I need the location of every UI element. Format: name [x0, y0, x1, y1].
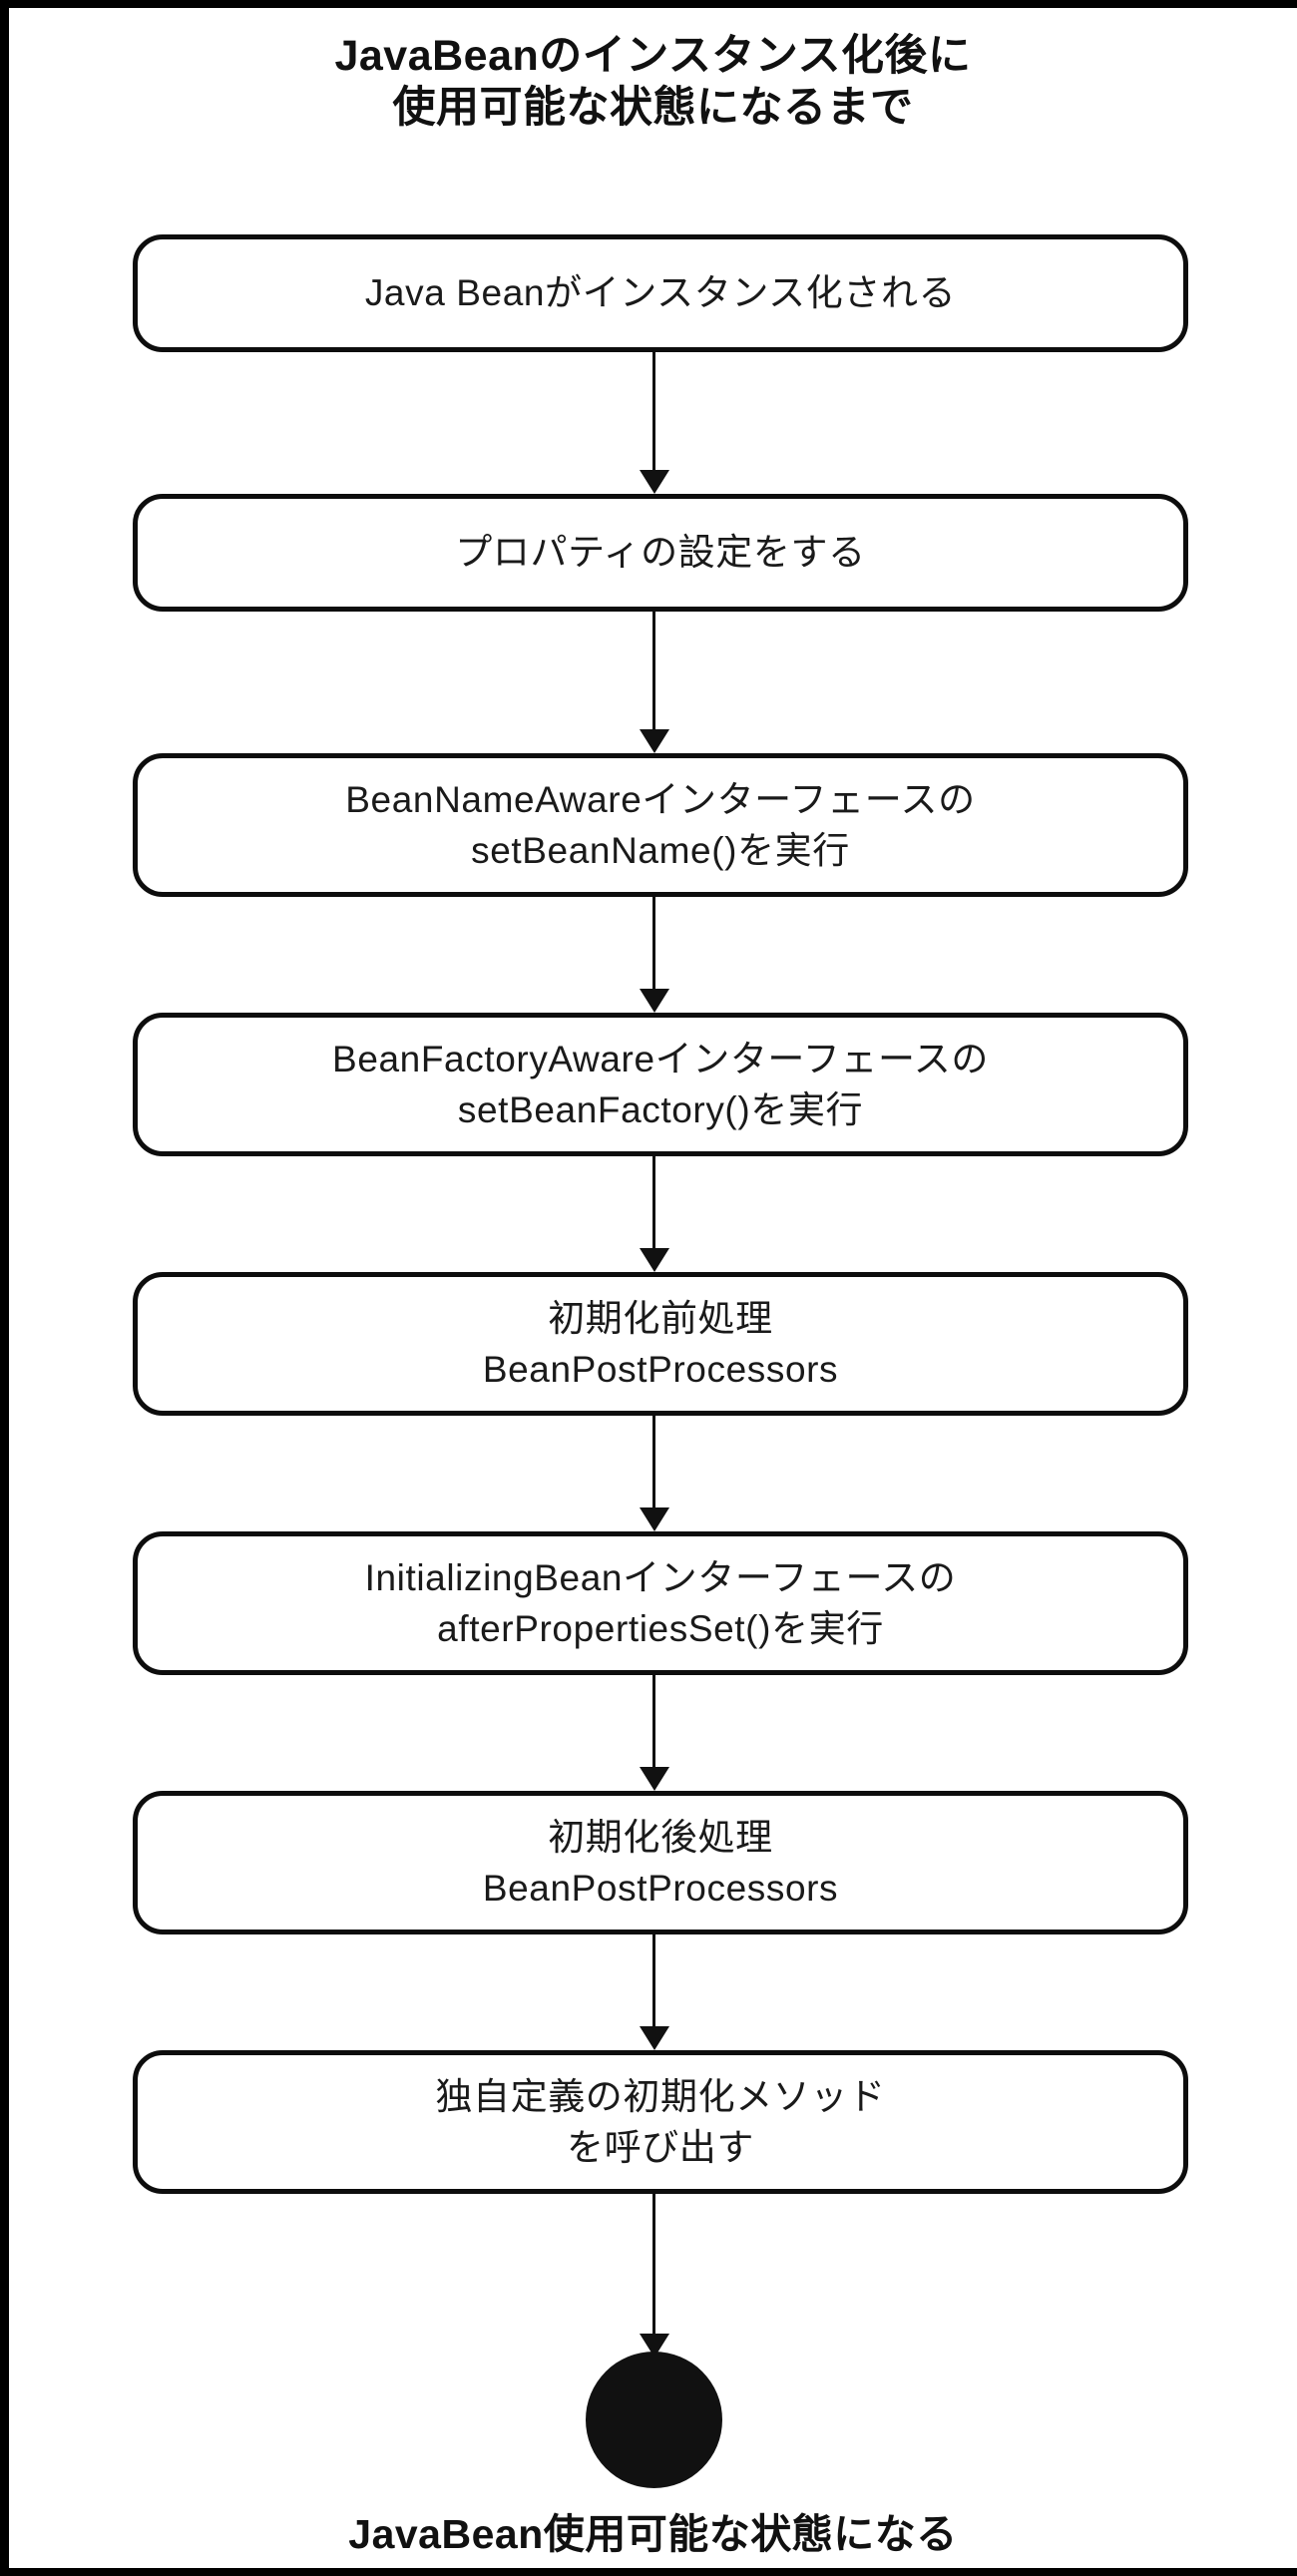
page-frame-bottom [0, 2568, 1297, 2576]
page-frame-top [0, 0, 1297, 8]
arrowhead-7-to-8 [640, 2026, 669, 2050]
arrowhead-6-to-7 [640, 1767, 669, 1791]
flow-node-label: Java Beanがインスタンス化される [364, 272, 957, 314]
flow-node-step-6[interactable]: InitializingBeanインターフェースの afterPropertie… [133, 1531, 1188, 1675]
arrowhead-3-to-4 [640, 989, 669, 1013]
connector-2-to-3 [652, 612, 655, 729]
flow-node-label: BeanNameAwareインターフェースの setBeanName()を実行 [345, 778, 976, 871]
flow-node-step-8[interactable]: 独自定義の初期化メソッド を呼び出す [133, 2050, 1188, 2194]
flow-node-step-2[interactable]: プロパティの設定をする [133, 494, 1188, 612]
page-frame-left [0, 0, 9, 2576]
terminal-node-circle[interactable] [586, 2352, 722, 2488]
connector-3-to-4 [652, 897, 655, 989]
flow-node-label: 初期化前処理 BeanPostProcessors [482, 1297, 839, 1390]
flow-node-step-1[interactable]: Java Beanがインスタンス化される [133, 234, 1188, 352]
flow-node-step-4[interactable]: BeanFactoryAwareインターフェースの setBeanFactory… [133, 1013, 1188, 1156]
connector-8-to-terminal [652, 2194, 655, 2334]
flow-node-label: プロパティの設定をする [455, 532, 866, 574]
arrowhead-2-to-3 [640, 729, 669, 753]
connector-1-to-2 [652, 352, 655, 470]
diagram-canvas: JavaBeanのインスタンス化後に 使用可能な状態になるまで Java Bea… [9, 8, 1297, 2568]
terminal-caption: JavaBean使用可能な状態になる [348, 2511, 958, 2557]
flow-node-step-3[interactable]: BeanNameAwareインターフェースの setBeanName()を実行 [133, 753, 1188, 897]
arrowhead-1-to-2 [640, 470, 669, 494]
flow-node-label: 独自定義の初期化メソッド を呼び出す [435, 2075, 886, 2168]
flow-node-step-7[interactable]: 初期化後処理 BeanPostProcessors [133, 1791, 1188, 1934]
connector-6-to-7 [652, 1675, 655, 1767]
flow-node-label: BeanFactoryAwareインターフェースの setBeanFactory… [332, 1038, 989, 1130]
arrowhead-5-to-6 [640, 1507, 669, 1531]
arrowhead-4-to-5 [640, 1248, 669, 1272]
flow-node-step-5[interactable]: 初期化前処理 BeanPostProcessors [133, 1272, 1188, 1416]
page-title: JavaBeanのインスタンス化後に 使用可能な状態になるまで [334, 32, 972, 133]
flow-node-label: InitializingBeanインターフェースの afterPropertie… [364, 1556, 957, 1649]
connector-5-to-6 [652, 1416, 655, 1507]
flow-node-label: 初期化後処理 BeanPostProcessors [482, 1816, 839, 1909]
connector-7-to-8 [652, 1934, 655, 2026]
connector-4-to-5 [652, 1156, 655, 1248]
